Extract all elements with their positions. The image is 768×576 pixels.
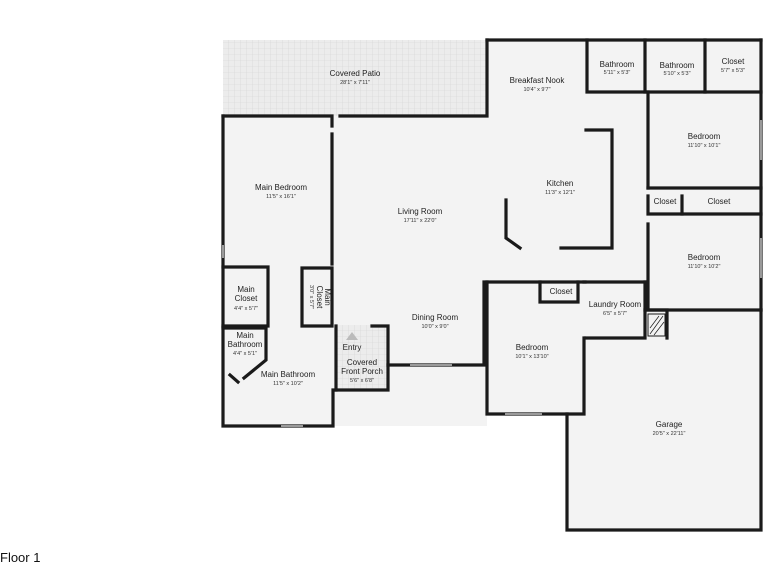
- wall-main-closet-2: [300, 266, 334, 328]
- main-bathroom-dims: 11'5" x 10'2": [273, 381, 303, 387]
- garage-dims: 20'5" x 22'11": [653, 431, 686, 437]
- main-closet-name-line2: Closet: [235, 294, 258, 303]
- porch-floor: [336, 325, 388, 390]
- covered-front-porch-line1: Covered: [347, 358, 377, 367]
- dining-room-dims: 10'0" x 9'0": [421, 324, 448, 330]
- garage-floor: [567, 310, 761, 530]
- floor-areas: [223, 40, 761, 530]
- covered-patio-dims: 28'1" x 7'11": [340, 80, 370, 86]
- windows: [222, 120, 762, 427]
- closet-top-dims: 5'7" x 5'3": [721, 68, 745, 74]
- living-room-name: Living Room: [398, 207, 443, 216]
- laundry-room-name: Laundry Room: [589, 300, 642, 309]
- closet-mid-left-name: Closet: [654, 197, 677, 206]
- closet-bedroom-name: Closet: [550, 287, 573, 296]
- wall-closet-bedroom: [538, 280, 580, 304]
- bedroom-mid-right-name: Bedroom: [688, 253, 721, 262]
- walls: [221, 38, 763, 532]
- kitchen-counter-right: [559, 128, 614, 250]
- covered-front-porch-dims: 5'6" x 6'8": [350, 378, 374, 384]
- entry-arrow-icon: [346, 332, 358, 340]
- hatch-lines: [649, 315, 665, 336]
- bathroom-2-dims: 5'10" x 5'3": [663, 71, 690, 77]
- wall-main-bath-small: [221, 326, 268, 381]
- wall-bath1: [585, 38, 647, 94]
- garage-name: Garage: [656, 420, 683, 429]
- wall-patio-right: [338, 38, 489, 118]
- entry-name: Entry: [343, 343, 362, 352]
- wall-door: [227, 372, 241, 385]
- main-bathroom-name: Main Bathroom: [261, 370, 316, 379]
- hatch-box: [647, 313, 666, 337]
- breakfast-nook-name: Breakfast Nook: [510, 76, 566, 85]
- kitchen-dims: 11'3" x 12'1": [545, 190, 575, 196]
- living-room-dims: 17'11" x 22'0": [404, 218, 437, 224]
- wall-garage-top: [643, 308, 669, 340]
- room-labels: Covered Patio 28'1" x 7'11" Breakfast No…: [228, 57, 745, 437]
- wall-patio-left: [221, 114, 334, 128]
- covered-patio-name: Covered Patio: [330, 69, 381, 78]
- laundry-room-dims: 6'5" x 5'7": [603, 311, 627, 317]
- main-bedroom-name: Main Bedroom: [255, 183, 307, 192]
- wall-left-outer: [221, 114, 338, 428]
- main-bathroom-small-dims: 4'4" x 5'1": [233, 351, 257, 357]
- bathroom-1-dims: 5'11" x 5'3": [604, 70, 631, 76]
- bathroom-2-name: Bathroom: [660, 61, 695, 70]
- bedroom-mid-right-dims: 11'10" x 10'2": [688, 264, 721, 270]
- bedroom-top-right-dims: 11'10" x 10'1": [688, 143, 721, 149]
- main-bedroom-dims: 11'5" x 16'1": [266, 194, 296, 200]
- floor-label: Floor 1: [0, 550, 41, 565]
- main-bathroom-small-line2: Bathroom: [228, 340, 263, 349]
- closet-mid-right-name: Closet: [708, 197, 731, 206]
- closet-top-name: Closet: [722, 57, 745, 66]
- dining-room-name: Dining Room: [412, 313, 459, 322]
- wall-porch: [334, 324, 390, 392]
- wall-main-closet: [221, 265, 270, 328]
- main-closet-dims: 4'4" x 5'7": [234, 306, 258, 312]
- wall-closets: [646, 194, 763, 216]
- covered-front-porch-line2: Front Porch: [341, 367, 383, 376]
- bedroom-center-dims: 10'1" x 13'10": [515, 354, 548, 360]
- main-closet-2-label: Main Closet 3'0" x 5'7": [308, 285, 332, 309]
- main-closet-2-dims: 3'0" x 5'7": [308, 285, 314, 309]
- main-closet-2-name-line1: Main: [323, 288, 332, 305]
- upper-floor: [487, 40, 761, 280]
- bathroom-1-name: Bathroom: [600, 60, 635, 69]
- kitchen-name: Kitchen: [547, 179, 574, 188]
- wall-bath2: [643, 38, 707, 94]
- bedroom-top-right-name: Bedroom: [688, 132, 721, 141]
- kitchen-counter-left: [504, 198, 523, 251]
- main-closet-2-name-line2: Closet: [315, 286, 324, 309]
- patio-floor: [223, 40, 487, 116]
- wall-laundry: [584, 280, 647, 340]
- main-bathroom-small-line1: Main: [236, 331, 253, 340]
- wall-garage: [565, 308, 763, 532]
- bedroom-center-name: Bedroom: [516, 343, 549, 352]
- main-closet-name-line1: Main: [237, 285, 254, 294]
- breakfast-nook-dims: 10'4" x 9'7": [523, 87, 550, 93]
